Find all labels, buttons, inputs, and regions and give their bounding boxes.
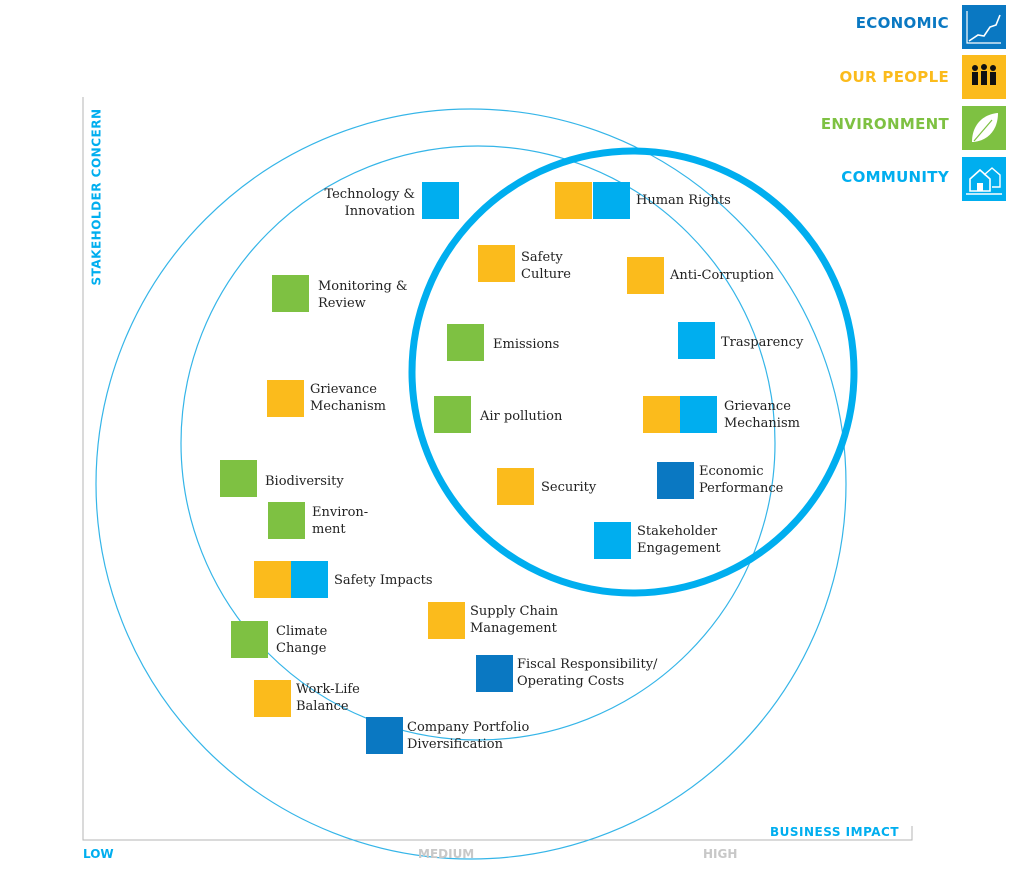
inner-circle-material — [408, 147, 858, 597]
topic-square-human-rights-community — [593, 182, 630, 219]
tick-high: HIGH — [703, 847, 738, 861]
topic-square-safety-impacts-people — [254, 561, 291, 598]
y-axis-label: STAKEHOLDER CONCERN — [89, 108, 104, 286]
people-icon — [962, 55, 1006, 99]
topic-label-emissions: Emissions — [493, 337, 560, 352]
topic-square-environment — [268, 502, 305, 539]
outer-circle-large — [95, 108, 847, 860]
topic-square-grievance-right-people — [643, 396, 680, 433]
topic-square-safety-impacts-community — [291, 561, 328, 598]
topic-square-trasparency — [678, 322, 715, 359]
chart-trend-icon — [962, 5, 1006, 49]
topic-square-anti-corruption — [627, 257, 664, 294]
topic-square-climate-change — [231, 621, 268, 658]
axis-frame — [82, 97, 913, 841]
topic-square-air-pollution — [434, 396, 471, 433]
topic-label-fiscal-responsibility: Fiscal Responsibility/Operating Costs — [517, 657, 658, 689]
topic-square-grievance-left — [267, 380, 304, 417]
topic-square-biodiversity — [220, 460, 257, 497]
topic-square-safety-culture — [478, 245, 515, 282]
topic-square-portfolio-diversification — [366, 717, 403, 754]
legend-people-label: OUR PEOPLE — [839, 68, 949, 86]
topic-label-safety-impacts: Safety Impacts — [334, 573, 433, 588]
topic-square-emissions — [447, 324, 484, 361]
topic-square-supply-chain — [428, 602, 465, 639]
legend-community-label: COMMUNITY — [841, 168, 949, 186]
topic-square-grievance-right-community — [680, 396, 717, 433]
tick-low: LOW — [83, 847, 114, 861]
topic-label-environment: Environ-ment — [312, 505, 369, 537]
topic-square-technology-innovation — [422, 182, 459, 219]
topic-square-economic-performance — [657, 462, 694, 499]
house-icon — [962, 157, 1006, 201]
x-axis-label: BUSINESS IMPACT — [770, 825, 900, 839]
topic-label-technology-innovation: Technology &Innovation — [324, 187, 415, 219]
topic-square-work-life-balance — [254, 680, 291, 717]
leaf-icon — [962, 106, 1006, 150]
topic-label-monitoring-review: Monitoring &Review — [318, 279, 408, 311]
legend-environment-label: ENVIRONMENT — [820, 115, 949, 133]
topic-square-fiscal-responsibility — [476, 655, 513, 692]
topic-label-air-pollution: Air pollution — [480, 409, 563, 424]
topic-label-anti-corruption: Anti-Corruption — [670, 268, 775, 283]
middle-circle — [180, 145, 776, 741]
topic-square-human-rights-people — [555, 182, 592, 219]
topic-label-human-rights: Human Rights — [636, 193, 731, 208]
topic-square-stakeholder-engagement — [594, 522, 631, 559]
legend-economic-label: ECONOMIC — [855, 14, 949, 32]
tick-medium: MEDIUM — [418, 847, 475, 861]
topic-square-monitoring-review — [272, 275, 309, 312]
topic-label-security: Security — [541, 480, 597, 495]
topic-square-security — [497, 468, 534, 505]
topic-label-trasparency: Trasparency — [721, 335, 804, 350]
topic-label-biodiversity: Biodiversity — [265, 474, 344, 489]
